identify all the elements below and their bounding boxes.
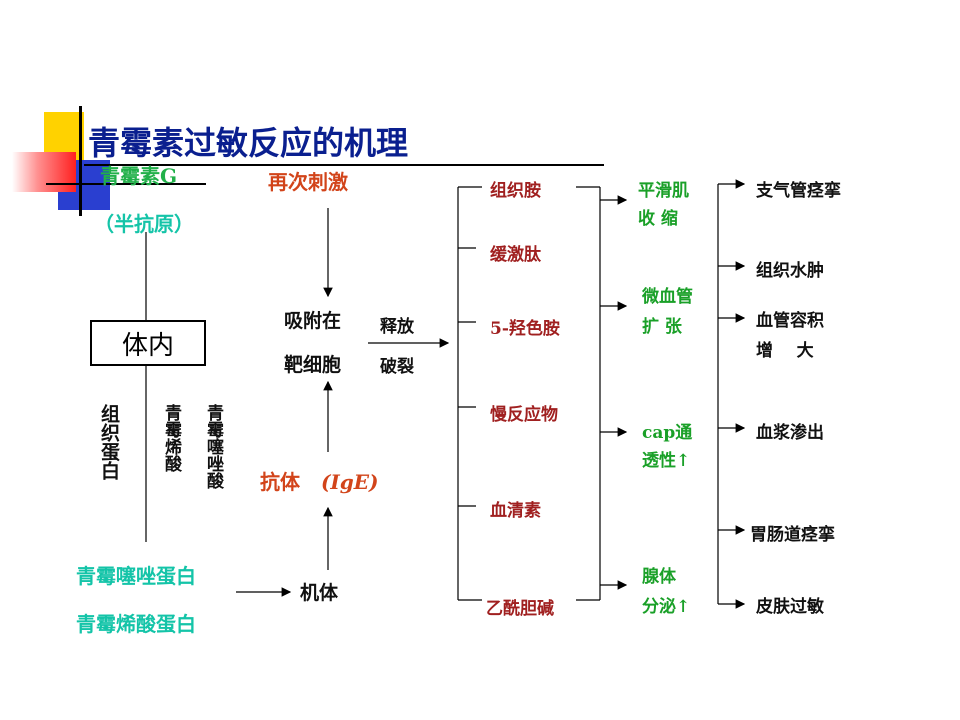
effect-cap-permeability-1: cap通 xyxy=(642,423,693,443)
slide-title: 青霉素过敏反应的机理 xyxy=(88,124,409,162)
outcome-gi-spasm: 胃肠道痉挛 xyxy=(750,525,835,545)
rupture-label: 破裂 xyxy=(380,357,414,377)
body-inside-box: 体内 xyxy=(90,320,206,366)
adsorb-label-2: 靶细胞 xyxy=(284,354,342,376)
tissue-protein-label: 组织蛋白 xyxy=(98,404,120,480)
effect-gland-2: 分泌↑ xyxy=(642,597,691,617)
organism-label: 机体 xyxy=(300,582,339,604)
outcome-edema: 组织水肿 xyxy=(756,261,824,281)
mediator-histamine: 组织胺 xyxy=(490,181,541,201)
title-underline xyxy=(84,164,604,166)
penicilloic-acid-label: 青霉噻唑酸 xyxy=(203,404,223,489)
mediator-serotonin-5ht: 5-羟色胺 xyxy=(490,319,560,339)
release-label: 释放 xyxy=(380,317,414,337)
deco-vertical-line xyxy=(79,106,82,216)
outcome-plasma-exudation: 血浆渗出 xyxy=(756,423,824,443)
adsorb-label-1: 吸附在 xyxy=(284,310,342,332)
antibody-label: 抗体 (IgE) xyxy=(260,466,378,495)
outcome-skin-allergy: 皮肤过敏 xyxy=(756,597,824,617)
penicillenic-protein-label: 青霉烯酸蛋白 xyxy=(76,612,196,636)
antibody-text: 抗体 xyxy=(260,470,300,494)
hapten-label: （半抗原） xyxy=(94,212,194,236)
effect-smooth-muscle-1: 平滑肌 xyxy=(638,181,689,201)
ige-text: (IgE) xyxy=(320,470,379,494)
thiazole-protein-label: 青霉噻唑蛋白 xyxy=(76,564,196,588)
effect-cap-permeability-2: 透性↑ xyxy=(642,451,691,471)
effect-microvessel-2: 扩 张 xyxy=(642,317,682,337)
penicillenic-acid-label: 青霉烯酸 xyxy=(161,404,181,472)
rechallenge-label: 再次刺激 xyxy=(268,170,348,194)
effect-smooth-muscle-2: 收 缩 xyxy=(638,209,678,229)
deco-red-block xyxy=(12,152,76,192)
effect-gland-1: 腺体 xyxy=(642,567,676,587)
mediator-serotonin: 血清素 xyxy=(490,501,541,521)
mediator-acetylcholine: 乙酰胆碱 xyxy=(486,599,554,619)
mediator-srs: 慢反应物 xyxy=(490,405,558,425)
outcome-bronchospasm: 支气管痉挛 xyxy=(756,181,841,201)
deco-horizontal-line xyxy=(46,183,206,185)
outcome-vascular-volume-1: 血管容积 xyxy=(756,311,824,331)
mediator-bradykinin: 缓激肽 xyxy=(490,245,541,265)
outcome-vascular-volume-2: 增 大 xyxy=(756,341,814,361)
effect-microvessel-1: 微血管 xyxy=(642,287,693,307)
penicillin-g-label: 青霉素G xyxy=(100,164,178,188)
